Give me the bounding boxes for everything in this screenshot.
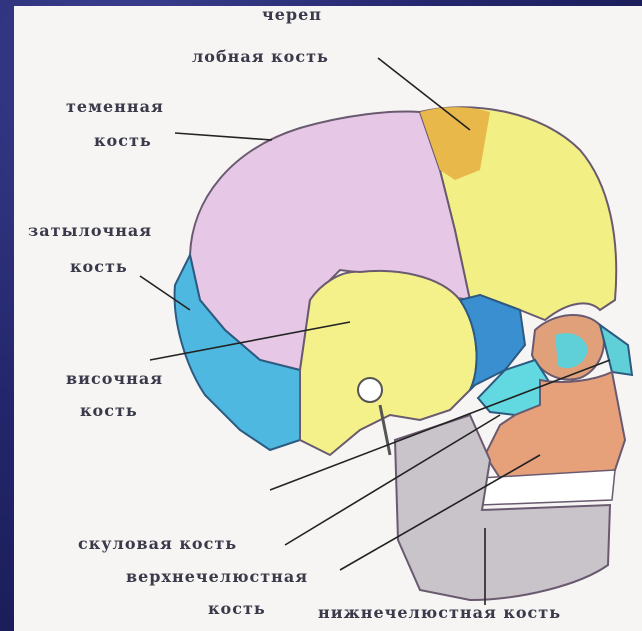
- label-temporal-2: кость: [80, 402, 138, 420]
- label-skull: череп: [262, 6, 322, 24]
- label-mandible: нижнечелюстная кость: [318, 604, 561, 622]
- label-parietal-1: теменная: [66, 98, 164, 116]
- nasal-bone: [600, 325, 632, 375]
- label-occipital-1: затылочная: [28, 222, 152, 240]
- label-maxilla-1: верхнечелюстная: [126, 568, 308, 586]
- label-temporal-1: височная: [66, 370, 163, 388]
- label-occipital-2: кость: [70, 258, 128, 276]
- parietal-pointer: [175, 133, 272, 140]
- label-parietal-2: кость: [94, 132, 152, 150]
- label-maxilla-2: кость: [208, 600, 266, 618]
- label-frontal-bone: лобная кость: [192, 48, 329, 66]
- ear-canal: [358, 378, 382, 402]
- label-zygomatic: скуловая кость: [78, 535, 237, 553]
